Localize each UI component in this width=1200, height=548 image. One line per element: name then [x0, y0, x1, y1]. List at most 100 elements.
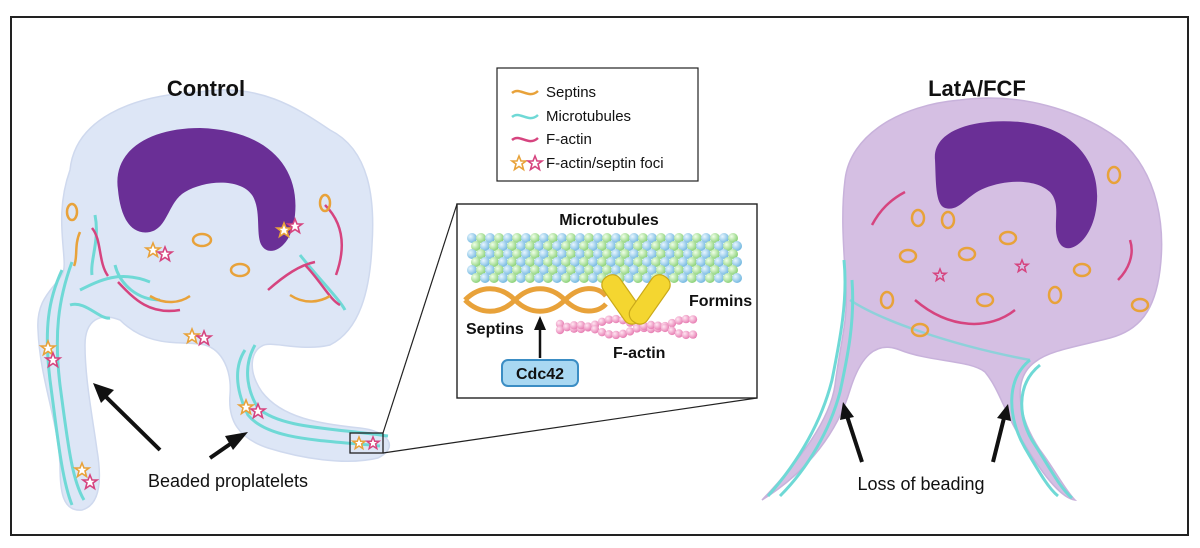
microtubule-bead	[525, 241, 535, 251]
treated-septin-ring	[910, 322, 930, 338]
microtubule-bead	[611, 233, 621, 243]
arrow-head	[997, 404, 1011, 421]
microtubule-bead	[539, 249, 549, 259]
microtubule-bead	[629, 233, 639, 243]
microtubule-bead	[665, 249, 675, 259]
microtubule-bead	[602, 265, 612, 275]
treated-septin-ring	[1130, 297, 1150, 313]
microtubule-bead	[683, 233, 693, 243]
microtubule-bead	[471, 273, 481, 283]
microtubule-bead	[471, 257, 481, 267]
inset-formins-label: Formins	[689, 293, 752, 310]
actin-bead	[674, 316, 684, 325]
microtubule-bead	[701, 233, 711, 243]
treated-septin-ring	[998, 230, 1018, 246]
zoom-line-bottom	[382, 397, 758, 454]
microtubule-bead	[647, 265, 657, 275]
microtubule-bead	[543, 257, 553, 267]
control-factin	[117, 281, 181, 313]
microtubule-bead	[633, 273, 643, 283]
microtubule-bead	[480, 241, 490, 251]
microtubule-bead	[503, 249, 513, 259]
microtubule-bead	[606, 257, 616, 267]
microtubule-bead	[629, 249, 639, 259]
zoom-box	[349, 432, 384, 454]
microtubule-bead	[588, 257, 598, 267]
control-foci	[38, 216, 382, 491]
actin-bead	[611, 330, 621, 340]
treated-septin-ring	[910, 208, 926, 228]
microtubule-bead	[548, 249, 558, 259]
microtubule-bead	[507, 241, 517, 251]
microtubule-bead	[710, 249, 720, 259]
microtubule-bead	[611, 265, 621, 275]
microtubule-bead	[651, 257, 661, 267]
actin-bead	[597, 328, 607, 337]
microtubule-bead	[516, 273, 526, 283]
microtubule-bead	[660, 257, 670, 267]
control-microtubule	[45, 269, 74, 506]
treated-cell	[761, 97, 1163, 502]
actin-bead	[555, 325, 565, 335]
microtubule-bead	[530, 265, 540, 275]
treated-septin-ring	[879, 290, 895, 310]
microtubule-bead	[624, 273, 634, 283]
microtubule-bead	[489, 273, 499, 283]
microtubule-bead	[561, 273, 571, 283]
treated-factin	[1117, 239, 1133, 281]
microtubule-bead	[719, 249, 729, 259]
microtubule-bead	[480, 273, 490, 283]
inset: Microtubules Septins Formins F-actin Cdc…	[456, 203, 758, 399]
legend: Septins Microtubules F-actin F-actin/sep…	[496, 67, 699, 182]
control-septin-ring	[65, 202, 79, 222]
microtubule-bead	[570, 273, 580, 283]
actin-bead	[590, 325, 600, 334]
microtubule-bead	[638, 249, 648, 259]
microtubule-bead	[696, 257, 706, 267]
microtubule-bead	[620, 249, 630, 259]
treated-arrows	[840, 402, 1011, 463]
microtubule-bead	[732, 241, 742, 251]
actin-bead	[688, 330, 698, 339]
treated-septin-ring	[957, 246, 977, 262]
microtubule-bead	[597, 257, 607, 267]
microtubule-bead	[566, 249, 576, 259]
control-microtubule	[236, 349, 381, 448]
microtubule-bead	[683, 249, 693, 259]
microtubule-bead	[606, 241, 616, 251]
arrow-line	[100, 391, 162, 452]
zoom-line-top	[382, 203, 458, 434]
microtubule-bead	[714, 257, 724, 267]
legend-star-septin	[509, 153, 529, 172]
microtubule-bead	[678, 257, 688, 267]
control-microtubule	[79, 275, 151, 292]
microtubule-bead	[525, 257, 535, 267]
inset-microtubule-filament	[467, 233, 742, 283]
microtubule-bead	[539, 265, 549, 275]
treated-microtubule	[1010, 358, 1059, 498]
microtubule-bead	[507, 257, 517, 267]
actin-bead	[632, 324, 642, 333]
microtubule-bead	[507, 273, 517, 283]
actin-bead	[618, 329, 628, 339]
inset-factin-label: F-actin	[613, 345, 665, 362]
microtubule-bead	[723, 273, 733, 283]
microtubule-bead	[557, 249, 567, 259]
actin-bead	[646, 320, 656, 330]
microtubule-bead	[719, 233, 729, 243]
control-annotation: Beaded proplatelets	[148, 471, 308, 491]
control-septin-ring	[318, 193, 332, 213]
microtubule-bead	[642, 273, 652, 283]
treated-septin-ring	[975, 292, 995, 308]
treated-septin-ring	[1106, 165, 1122, 185]
microtubule-bead	[638, 233, 648, 243]
microtubule-bead	[485, 249, 495, 259]
treated-septin-ring	[1072, 262, 1092, 278]
actin-bead	[625, 327, 635, 336]
control-septin	[289, 293, 331, 303]
microtubule-bead	[552, 273, 562, 283]
microtubule-bead	[471, 241, 481, 251]
actin-bead	[681, 330, 691, 340]
microtubule-bead	[597, 241, 607, 251]
